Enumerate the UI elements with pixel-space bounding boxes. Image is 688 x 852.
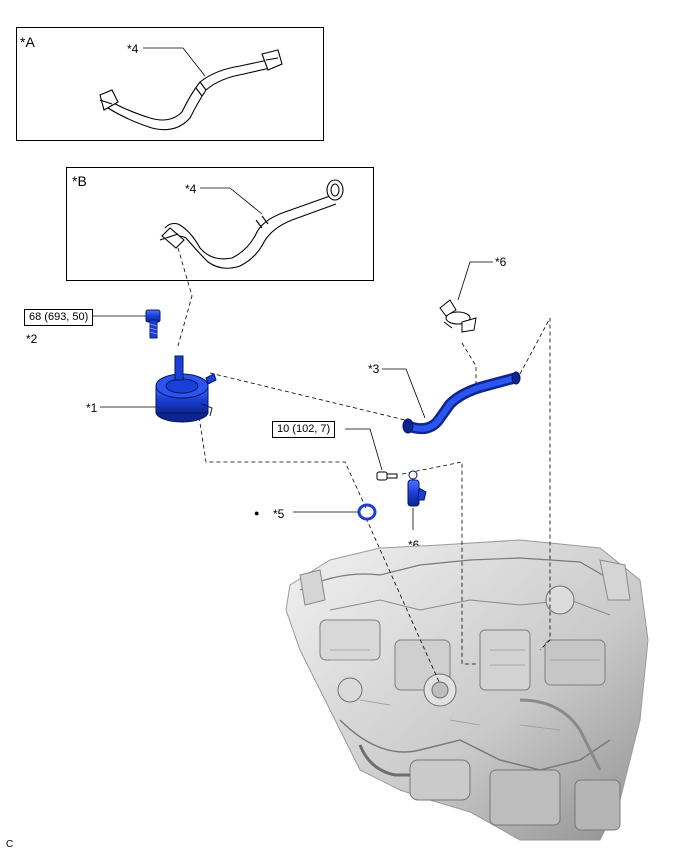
pipe-callout: *3 <box>368 362 380 376</box>
gasket-callout: *5 <box>273 507 285 521</box>
bolt <box>145 309 161 339</box>
footer-code: C <box>6 839 14 850</box>
view-a-frame <box>16 27 324 141</box>
view-b-frame <box>66 167 374 281</box>
view-a-hose-callout: *4 <box>127 42 139 56</box>
clamp-top-callout: *6 <box>495 255 507 269</box>
view-a-hose <box>99 49 283 131</box>
hose-clamp-bottom <box>407 470 427 507</box>
view-b-hose-callout: *4 <box>185 182 197 196</box>
pipe-bolt-torque-spec: 10 (102, 7) <box>272 421 336 438</box>
oil-cooler-pipe <box>402 371 521 435</box>
legend-dot: ● <box>254 508 260 518</box>
assembly-guide-lines <box>177 247 551 685</box>
view-b-hose <box>159 179 344 269</box>
bolt-torque-spec: 68 (693, 50) <box>24 309 94 326</box>
clamp-bottom-callout: *6 <box>408 538 420 552</box>
bolt-callout: *2 <box>26 332 38 346</box>
engine-block <box>285 539 649 841</box>
oil-cooler-callout: *1 <box>86 401 98 415</box>
view-a-label: *A <box>20 34 35 50</box>
hose-clamp-top <box>439 299 477 333</box>
o-ring-gasket <box>357 503 377 521</box>
pipe-bolt <box>376 471 398 481</box>
view-b-label: *B <box>72 173 87 189</box>
oil-cooler <box>155 355 217 423</box>
